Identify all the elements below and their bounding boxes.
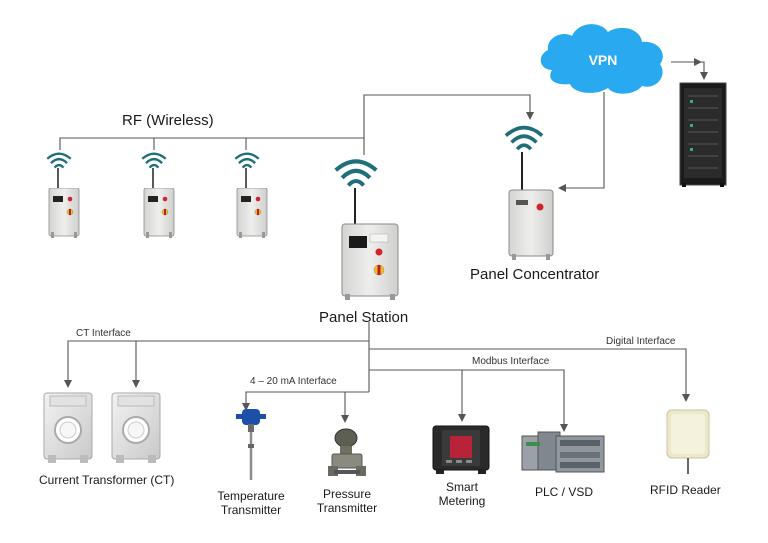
smart-metering-line-2: Metering [438, 494, 486, 508]
temperature-transmitter-label: Temperature Transmitter [206, 489, 296, 517]
wireless-icon [503, 125, 545, 152]
smart-meter-icon [432, 425, 490, 474]
temperature-transmitter-icon [236, 409, 266, 480]
panel-icon [143, 188, 175, 238]
panel-concentrator-icon [503, 125, 554, 260]
digital-line [369, 348, 690, 402]
wireless-icon [234, 152, 260, 169]
connection-lines [59, 58, 708, 432]
vpn-cloud-icon [540, 24, 663, 94]
wireless-icon [141, 152, 167, 169]
pressure-transmitter-icon [328, 428, 366, 476]
wireless-icon [336, 161, 377, 185]
ma-interface-label: 4 – 20 mA Interface [250, 376, 337, 387]
wireless-panel-2 [141, 152, 175, 238]
pressure-transmitter-label: Pressure Transmitter [302, 487, 392, 515]
wireless-panel-3 [234, 152, 268, 238]
plc-vsd-label: PLC / VSD [535, 485, 594, 499]
pressure-transmitter-line-1: Pressure [322, 487, 372, 501]
current-transformer-2-icon [111, 392, 161, 463]
modbus-line [369, 369, 568, 432]
panel-station-label: Panel Station [319, 309, 409, 326]
pressure-transmitter-line-2: Transmitter [316, 501, 378, 515]
panel-icon [236, 188, 268, 238]
plc-vsd-icon [521, 431, 605, 473]
ma-line [242, 391, 369, 411]
panel-icon [48, 188, 80, 238]
temperature-transmitter-line-1: Temperature [217, 489, 285, 503]
panel-concentrator-label: Panel Concentrator [470, 266, 600, 283]
vpn-to-concentrator-line [558, 92, 605, 192]
wireless-icon [46, 152, 72, 169]
wireless-panel-1 [46, 152, 80, 238]
server-rack-icon [679, 82, 727, 187]
smart-metering-line-1: Smart [445, 480, 478, 494]
ct-interface-label: CT Interface [76, 328, 131, 339]
station-to-concentrator-line [363, 94, 534, 155]
rfid-reader-label: RFID Reader [650, 483, 721, 497]
digital-interface-label: Digital Interface [606, 336, 676, 347]
modbus-interface-label: Modbus Interface [472, 356, 550, 367]
rfid-reader-icon [666, 409, 710, 474]
panel-station-icon [336, 161, 399, 300]
temperature-transmitter-line-2: Transmitter [220, 503, 282, 517]
vpn-label: VPN [588, 52, 618, 68]
current-transformer-1-icon [43, 392, 93, 463]
rf-wireless-label: RF (Wireless) [122, 112, 214, 129]
rf-bus-line [59, 137, 364, 150]
current-transformer-label: Current Transformer (CT) [39, 473, 175, 487]
smart-metering-label: Smart Metering [430, 480, 494, 508]
